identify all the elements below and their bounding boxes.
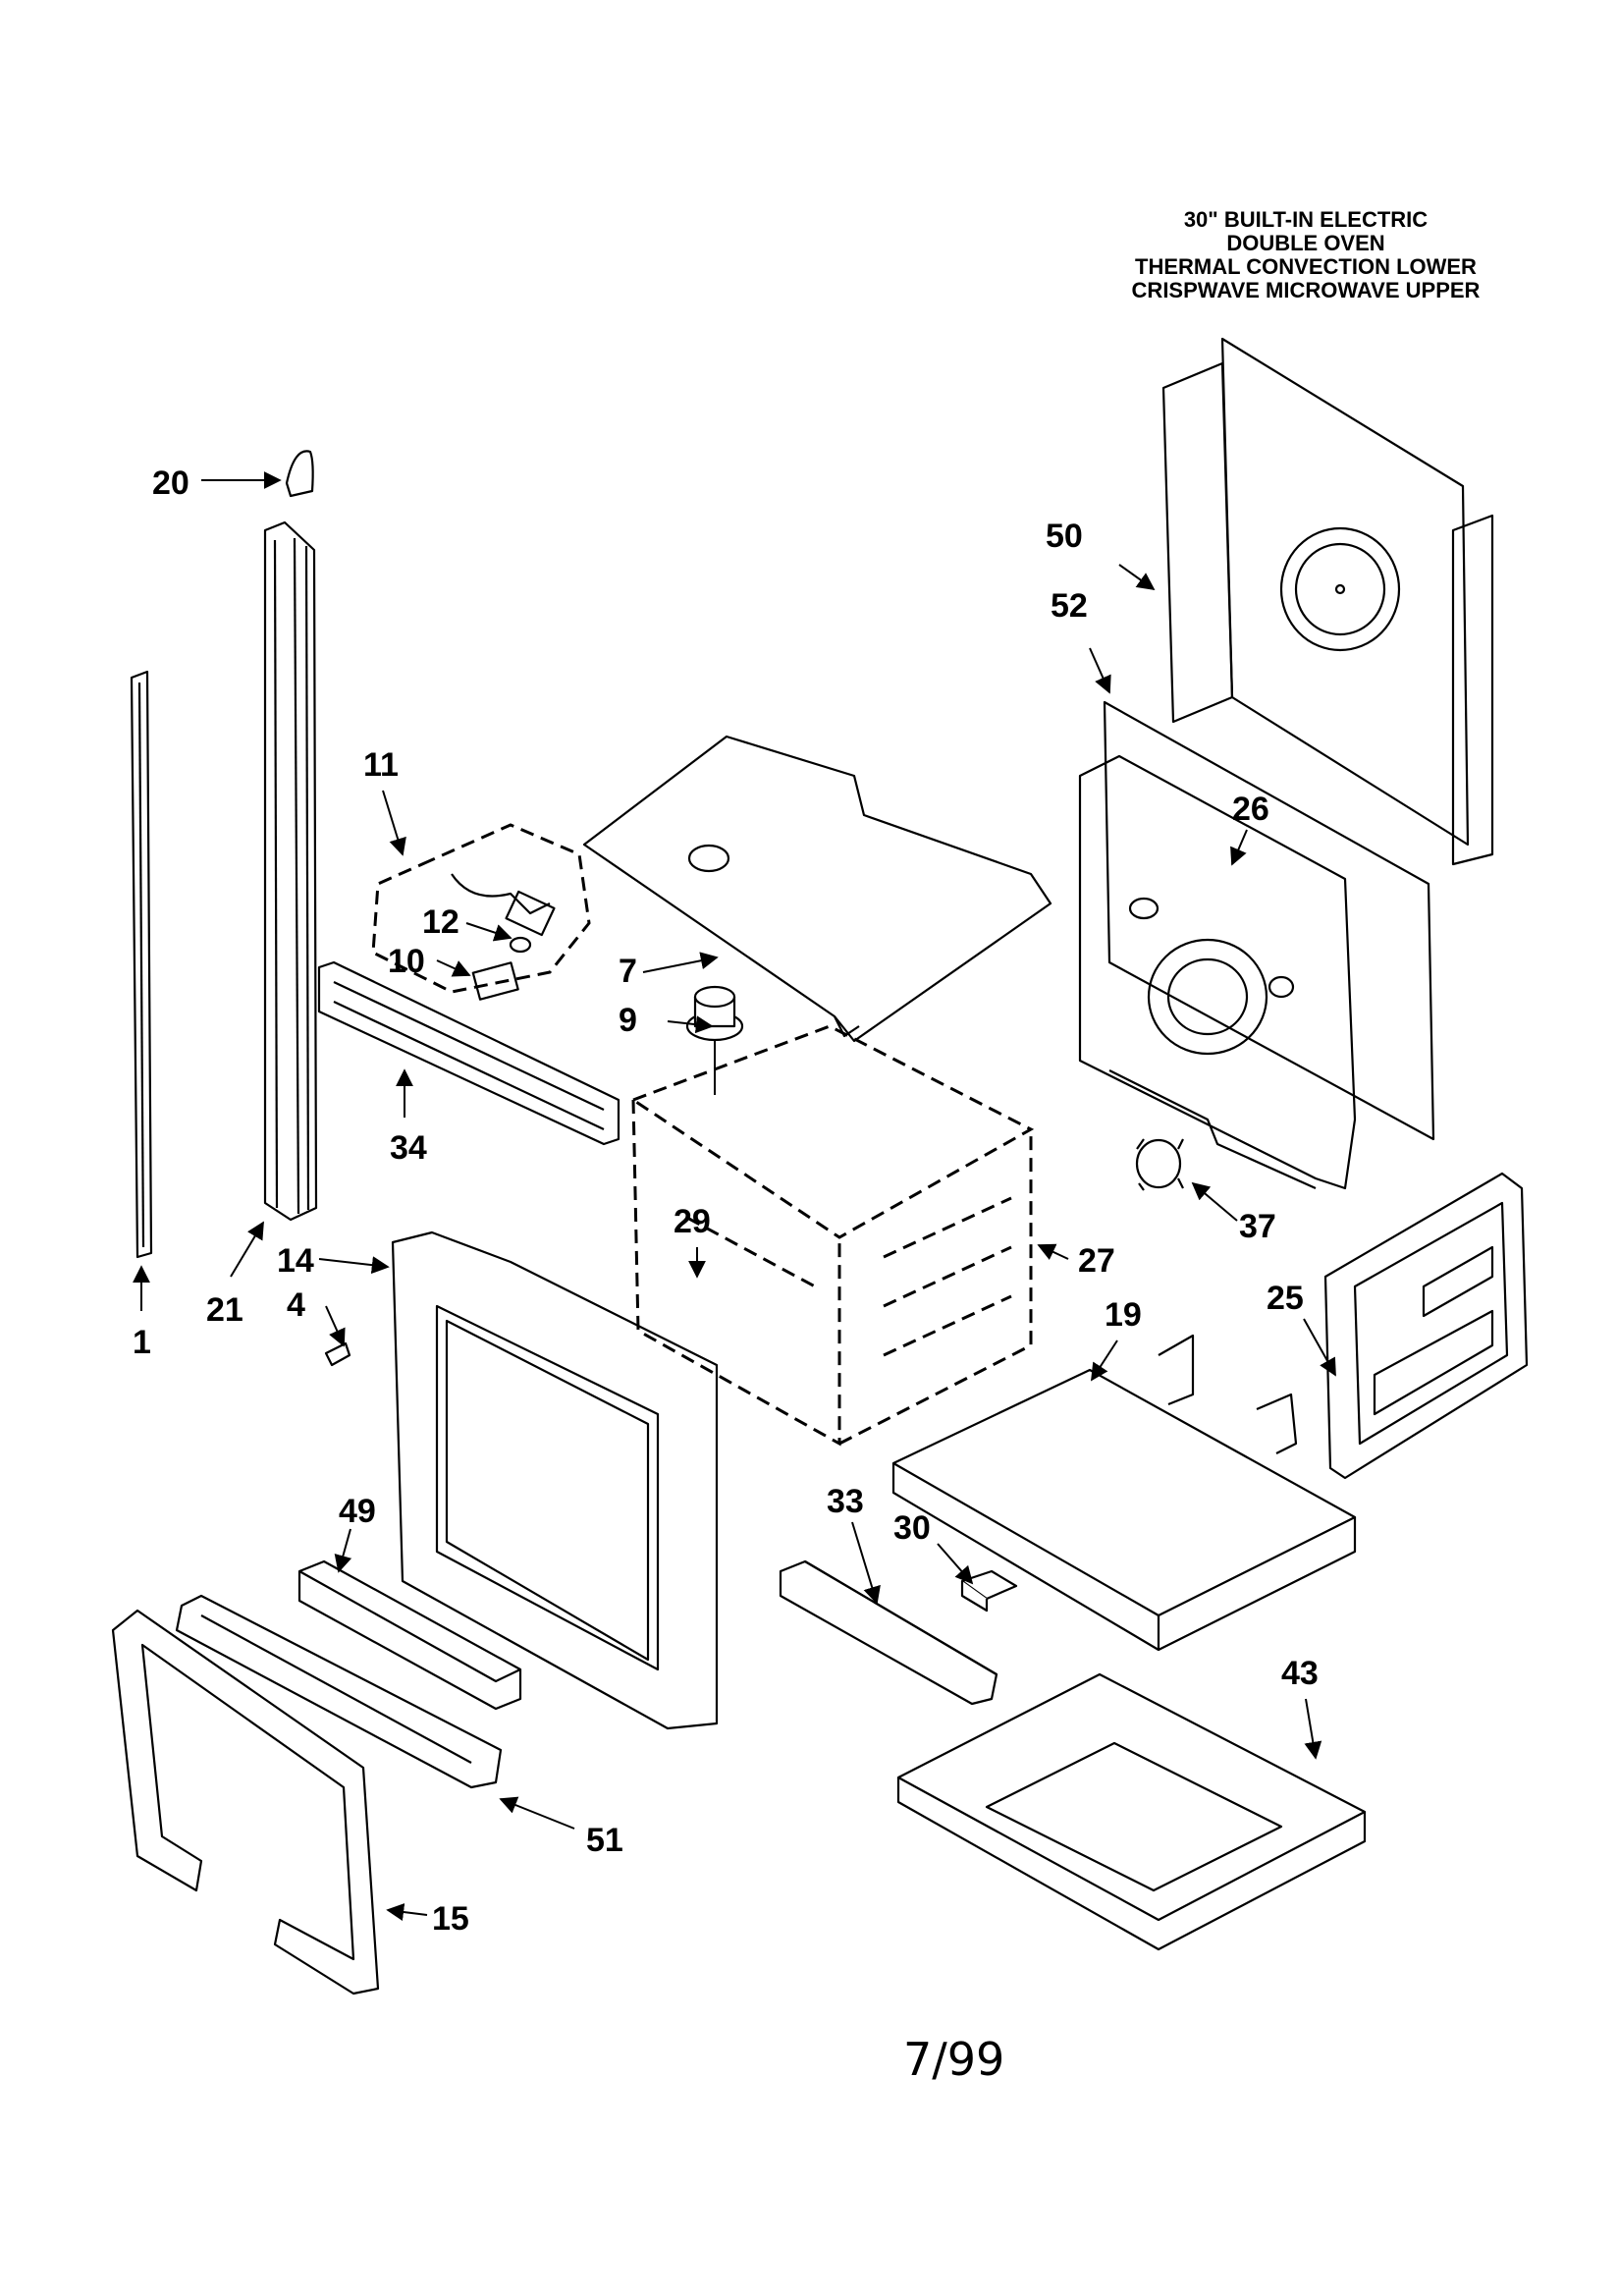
diagram-title: 30" BUILT-IN ELECTRIC DOUBLE OVEN THERMA… bbox=[1060, 208, 1551, 302]
part-34-vent-panel bbox=[317, 960, 620, 1146]
part-20-cap bbox=[285, 450, 314, 498]
part-33-rail bbox=[779, 1559, 998, 1706]
callout-4: 4 bbox=[287, 1286, 305, 1324]
callout-51: 51 bbox=[586, 1822, 623, 1859]
callout-34: 34 bbox=[390, 1129, 427, 1167]
callout-25: 25 bbox=[1267, 1280, 1304, 1317]
part-30-clip bbox=[960, 1569, 1018, 1613]
callout-14: 14 bbox=[277, 1242, 314, 1280]
callout-29: 29 bbox=[674, 1203, 711, 1240]
callout-43: 43 bbox=[1281, 1655, 1319, 1692]
callout-12: 12 bbox=[422, 903, 459, 941]
part-50-back-panel bbox=[1161, 337, 1494, 866]
part-51-door-trim bbox=[175, 1594, 503, 1789]
leader-lines bbox=[133, 471, 1336, 1921]
callout-20: 20 bbox=[152, 465, 189, 502]
part-14-front-frame bbox=[391, 1230, 719, 1730]
part-26-fan-bracket bbox=[1078, 754, 1357, 1190]
callout-52: 52 bbox=[1051, 587, 1088, 625]
callout-10: 10 bbox=[388, 943, 425, 980]
callout-26: 26 bbox=[1232, 791, 1269, 828]
callout-9: 9 bbox=[619, 1002, 637, 1039]
callout-labels: 20 1 21 11 12 10 34 14 4 7 9 27 29 49 51… bbox=[133, 465, 1319, 1938]
title-line-4: CRISPWAVE MICROWAVE UPPER bbox=[1131, 278, 1481, 302]
part-7-top-panel bbox=[582, 735, 1052, 1043]
part-19-bottom-panel bbox=[891, 1334, 1357, 1652]
callout-27: 27 bbox=[1078, 1242, 1115, 1280]
callout-15: 15 bbox=[432, 1900, 469, 1938]
callout-21: 21 bbox=[206, 1291, 243, 1329]
callout-7: 7 bbox=[619, 953, 637, 990]
callout-49: 49 bbox=[339, 1493, 376, 1530]
part-15-door-gasket bbox=[111, 1609, 380, 1995]
title-line-1: 30" BUILT-IN ELECTRIC bbox=[1183, 207, 1429, 232]
part-43-bottom-tray bbox=[896, 1672, 1367, 1951]
part-52-bulkhead bbox=[1103, 700, 1435, 1141]
part-1-trim-strip bbox=[130, 670, 153, 1259]
part-49-bracket bbox=[297, 1559, 522, 1711]
part-37-fan bbox=[1135, 1138, 1184, 1191]
callout-11: 11 bbox=[363, 746, 399, 784]
callout-50: 50 bbox=[1046, 518, 1083, 555]
title-line-2: DOUBLE OVEN bbox=[1226, 231, 1385, 255]
callout-1: 1 bbox=[133, 1324, 151, 1361]
callout-37: 37 bbox=[1239, 1208, 1276, 1245]
callout-30: 30 bbox=[893, 1509, 931, 1547]
callout-19: 19 bbox=[1105, 1296, 1142, 1334]
part-9-fan-motor bbox=[685, 985, 744, 1095]
title-line-3: THERMAL CONVECTION LOWER bbox=[1135, 254, 1477, 279]
part-25-side-panel bbox=[1323, 1172, 1529, 1480]
callout-33: 33 bbox=[827, 1483, 864, 1520]
part-11-wiring-group bbox=[371, 823, 591, 1001]
part-4-screw bbox=[324, 1341, 351, 1367]
part-21-side-rail bbox=[263, 520, 318, 1222]
part-27-oven-cavity bbox=[629, 1024, 1035, 1447]
revision-date: 7/99 bbox=[903, 2033, 1005, 2086]
